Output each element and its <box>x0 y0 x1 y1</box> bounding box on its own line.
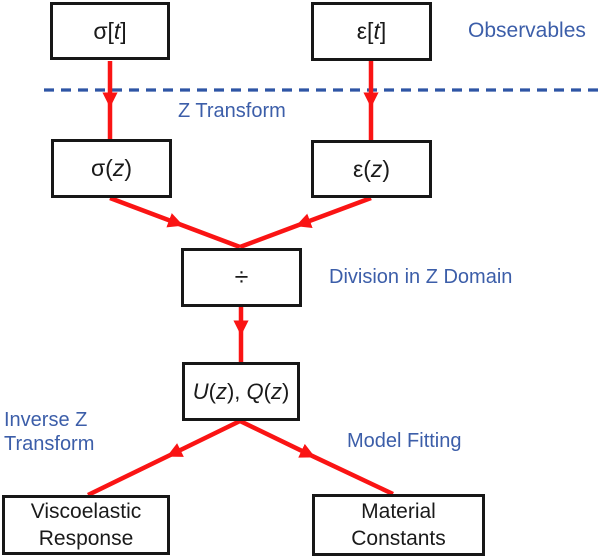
box-epsilon-z-close: ) <box>382 155 391 182</box>
box-sigma-t: σ[t] <box>50 2 170 60</box>
box-sigma-z-close: ) <box>124 155 133 181</box>
label-z-transform: Z Transform <box>178 100 286 122</box>
uq-paren2: ( <box>263 378 271 404</box>
label-observables: Observables <box>468 19 586 42</box>
label-division-in-z-domain: Division in Z Domain <box>329 266 513 288</box>
inverse-z-line1: Inverse Z <box>4 409 88 431</box>
uq-paren: ( <box>208 378 216 404</box>
uq-z2: z <box>270 378 282 404</box>
box-uq: U(z), Q(z) <box>182 362 300 421</box>
inverse-z-line2: Transform <box>4 433 95 455</box>
label-model-fitting: Model Fitting <box>347 430 462 452</box>
arrow-uq-to-viscoelastic <box>87 418 241 498</box>
box-epsilon-t: ε[t] <box>311 2 432 61</box>
box-epsilon-t-text: ε[ <box>356 18 374 44</box>
box-epsilon-z: ε(z) <box>311 140 432 198</box>
box-epsilon-t-close: ] <box>379 18 387 44</box>
box-sigma-t-var: t <box>113 17 121 44</box>
box-epsilon-z-text: ε( <box>352 155 371 182</box>
box-material-constants: Material Constants <box>312 494 485 556</box>
box-sigma-z-var: z <box>112 155 125 181</box>
box-viscoelastic-response: Viscoelastic Response <box>2 495 170 555</box>
box-divide: ÷ <box>181 248 302 307</box>
divide-symbol: ÷ <box>234 263 249 291</box>
arrow-epsilon-z-to-divide <box>239 195 372 250</box>
box-sigma-z: σ(z) <box>51 139 172 198</box>
viscoelastic-line2: Response <box>38 527 134 550</box>
label-inverse-z-transform: Inverse Z Transform <box>4 408 134 456</box>
uq-comma: ), <box>226 378 247 404</box>
box-sigma-t-close: ] <box>120 17 127 44</box>
arrow-uq-to-material <box>239 418 394 497</box>
uq-q: Q <box>246 378 264 404</box>
box-epsilon-t-var: t <box>373 18 380 44</box>
uq-z1: z <box>215 378 227 404</box>
box-epsilon-z-var: z <box>370 155 383 182</box>
material-line2: Constants <box>351 527 446 550</box>
box-sigma-t-text: σ[ <box>93 17 114 44</box>
uq-close: ) <box>281 378 290 404</box>
uq-u: U <box>192 378 209 404</box>
viscoelastic-line1: Viscoelastic <box>30 500 142 523</box>
arrow-sigma-z-to-divide <box>109 195 241 250</box>
material-line1: Material <box>361 500 436 523</box>
box-sigma-z-text: σ( <box>90 155 113 181</box>
